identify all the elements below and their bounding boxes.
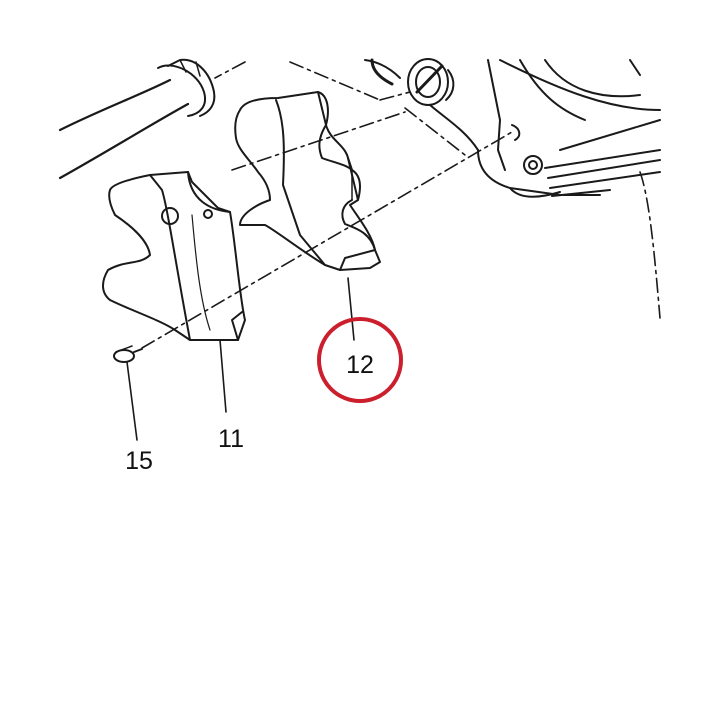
leader-line-12 — [347, 277, 355, 341]
callout-15[interactable]: 15 — [125, 447, 153, 475]
leader-line-11 — [219, 339, 227, 413]
callout-12[interactable]: 12 — [346, 351, 374, 379]
housing-icon — [364, 58, 661, 198]
leader-lines — [126, 277, 355, 441]
block-insert-icon — [234, 91, 381, 271]
screw-icon — [113, 345, 143, 363]
leader-line-15 — [126, 361, 138, 441]
hose-icon — [58, 58, 216, 180]
callout-11[interactable]: 11 — [218, 425, 244, 453]
highlight-ring — [317, 317, 403, 403]
bracket-plate-icon — [102, 171, 246, 341]
assembly-centerlines — [141, 61, 661, 349]
